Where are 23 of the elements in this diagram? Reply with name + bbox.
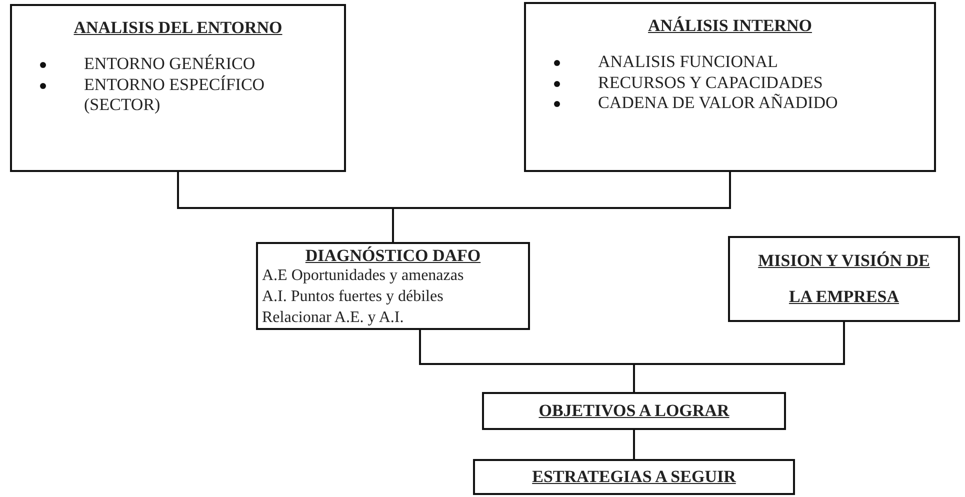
process-box	[482, 392, 786, 430]
process-box	[473, 459, 795, 495]
text-line: Relacionar A.E. y A.I.	[262, 308, 404, 328]
connector-line	[392, 172, 731, 242]
box-heading: ESTRATEGIAS A SEGUIR	[532, 466, 736, 488]
box-heading: DIAGNÓSTICO DAFO	[305, 246, 481, 266]
bullet-item: RECURSOS Y CAPACIDADES	[598, 72, 824, 94]
process-box	[10, 4, 346, 172]
bullet-item: CADENA DE VALOR AÑADIDO	[598, 93, 838, 114]
text-line: A.I. Puntos fuertes y débiles	[262, 287, 444, 308]
box-heading: ANALISIS DEL ENTORNO	[74, 18, 282, 38]
bullet-item: ENTORNO GENÉRICO	[84, 54, 256, 75]
bullet-item: ANALISIS FUNCIONAL	[598, 52, 779, 73]
bullet-item: ENTORNO ESPECÍFICO (SECTOR)	[84, 74, 266, 116]
connector-line	[633, 430, 635, 459]
box-heading: MISION Y VISIÓN DE LA EMPRESA	[757, 250, 931, 308]
connector-line	[633, 322, 845, 392]
process-box	[524, 2, 936, 172]
text-line: A.E Oportunidades y amenazas	[262, 266, 464, 286]
process-box	[256, 242, 530, 330]
process-box	[728, 236, 960, 322]
box-heading: OBJETIVOS A LOGRAR	[538, 400, 730, 422]
box-heading: ANÁLISIS INTERNO	[648, 16, 812, 36]
